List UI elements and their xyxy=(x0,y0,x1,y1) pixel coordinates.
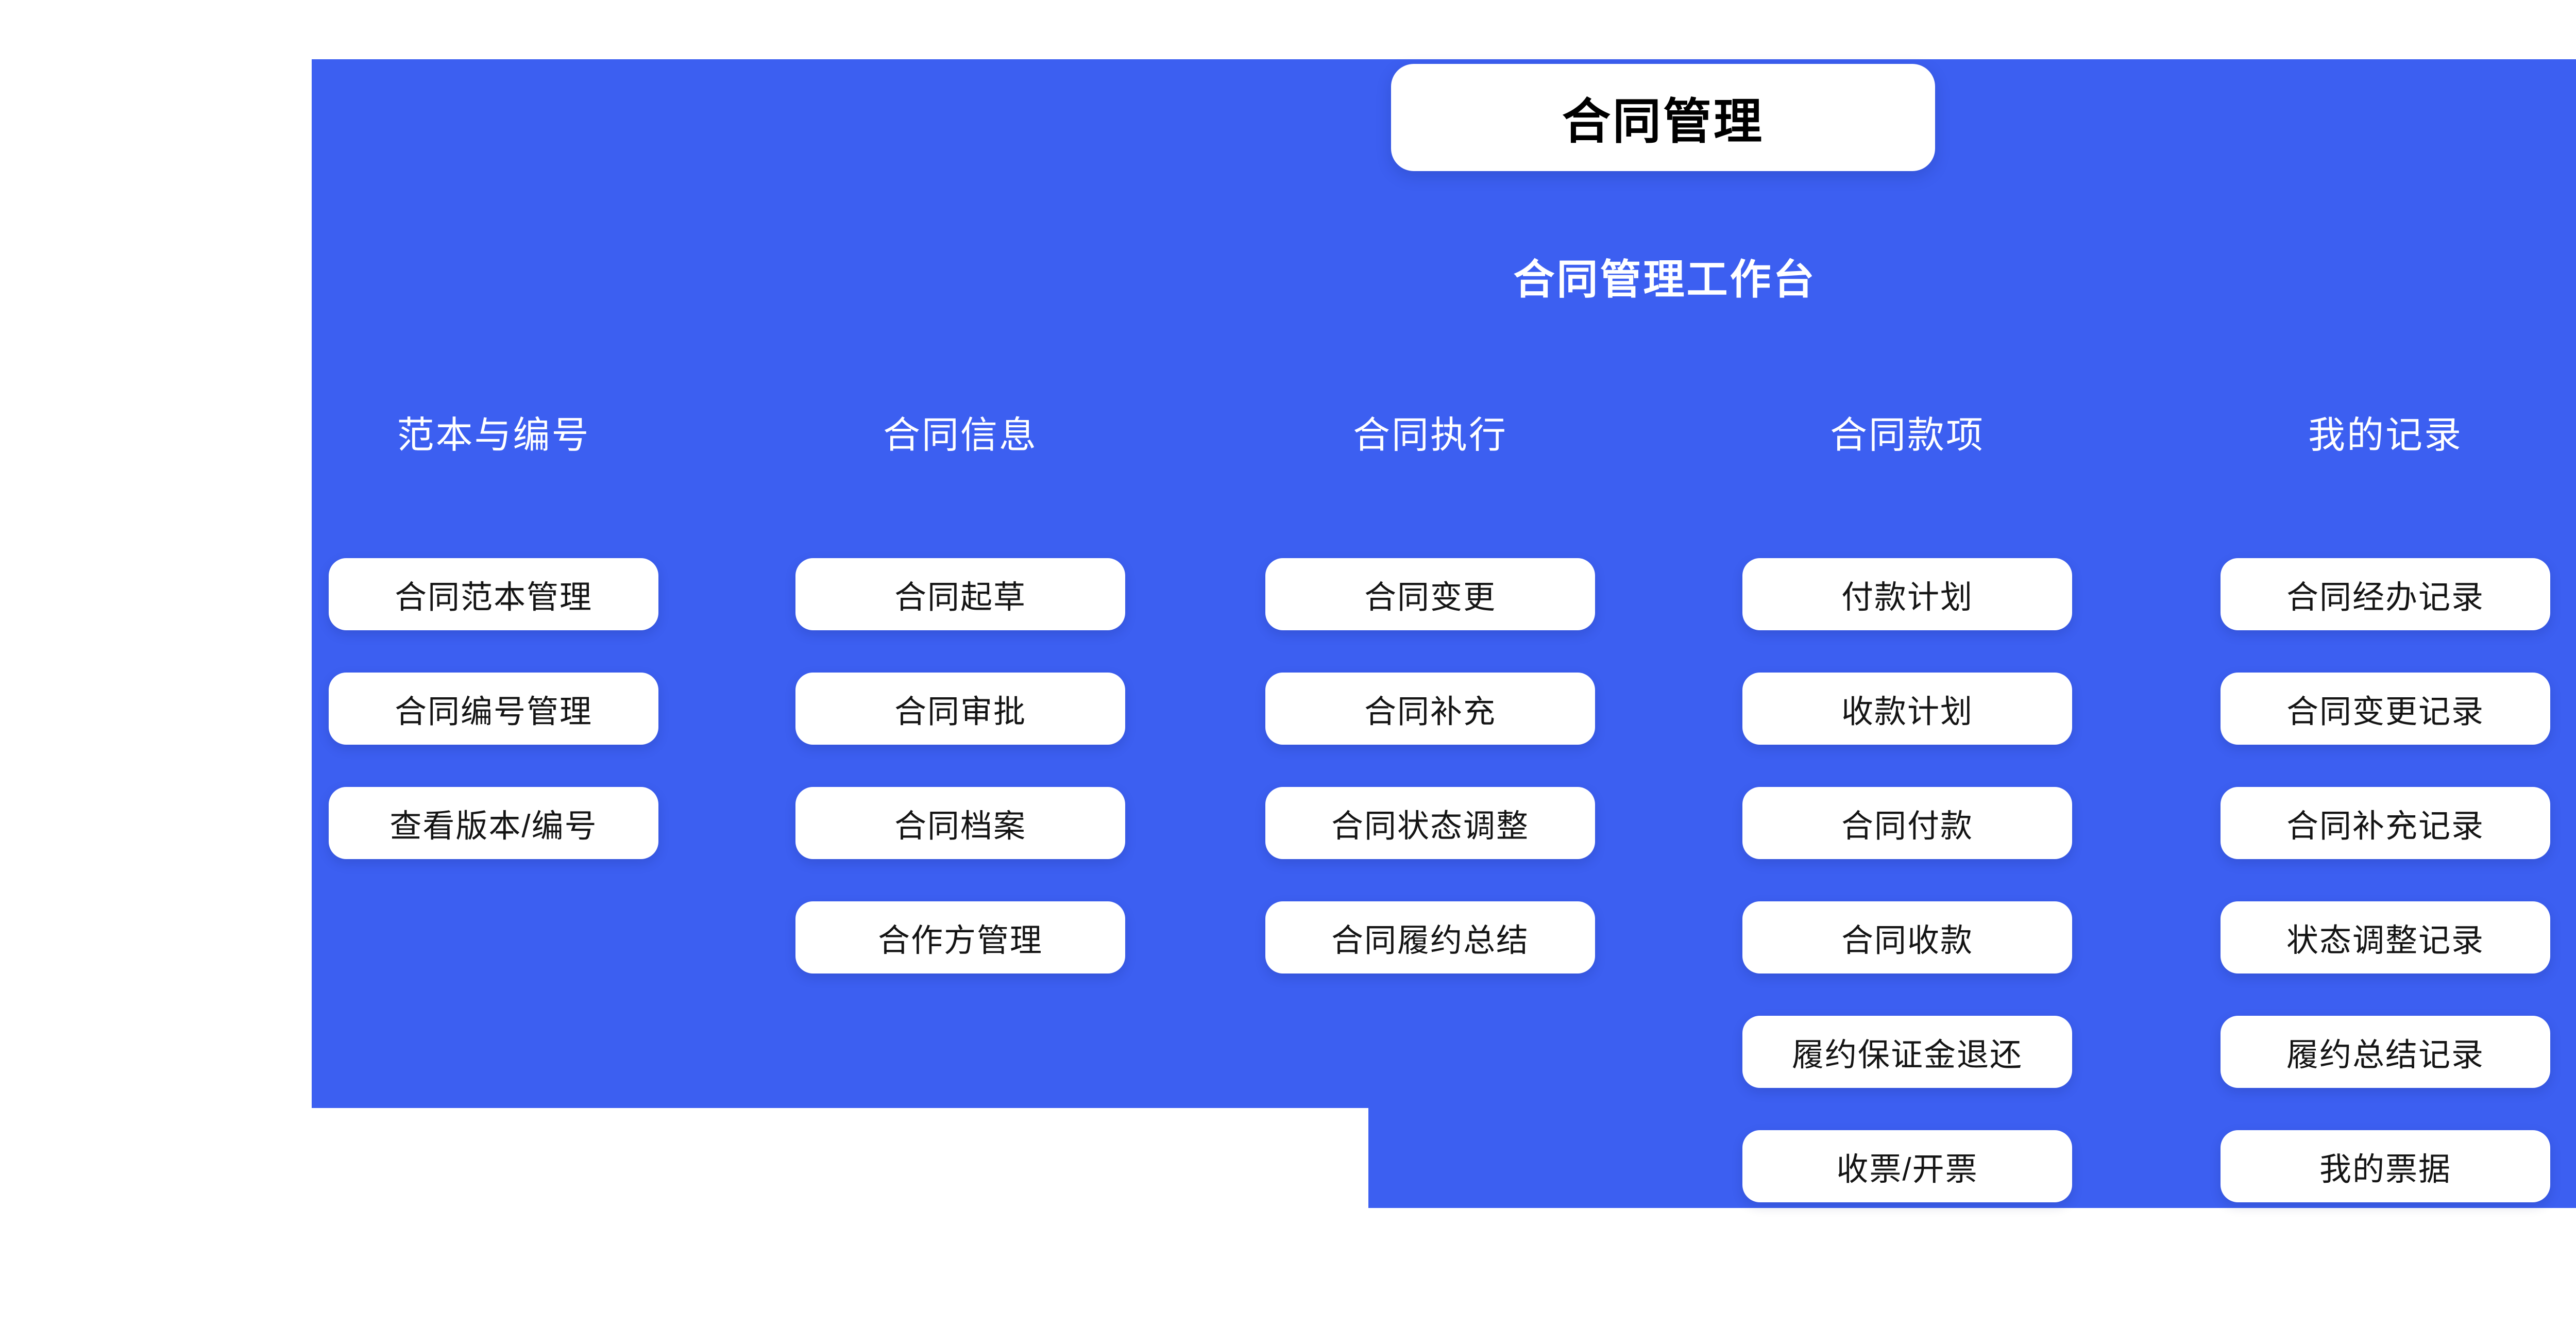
column-header: 我的记录 xyxy=(2308,415,2463,456)
menu-item-button[interactable]: 付款计划 xyxy=(1742,558,2072,630)
menu-item-button[interactable]: 履约总结记录 xyxy=(2221,1016,2550,1088)
menu-item-button[interactable]: 合同起草 xyxy=(795,558,1125,630)
column-4: 合同款项付款计划收款计划合同付款合同收款履约保证金退还收票/开票 xyxy=(1742,410,2072,1245)
menu-item-button[interactable]: 履约保证金退还 xyxy=(1742,1016,2072,1088)
column-5: 我的记录合同经办记录合同变更记录合同补充记录状态调整记录履约总结记录我的票据 xyxy=(2221,410,2550,1245)
menu-item-button[interactable]: 合同经办记录 xyxy=(2221,558,2550,630)
column-2: 合同信息合同起草合同审批合同档案合作方管理 xyxy=(795,410,1125,1016)
menu-item-button[interactable]: 收票/开票 xyxy=(1742,1130,2072,1202)
column-header: 合同信息 xyxy=(883,415,1038,456)
menu-item-button[interactable]: 收款计划 xyxy=(1742,673,2072,745)
menu-item-button[interactable]: 合同编号管理 xyxy=(329,673,658,745)
menu-item-button[interactable]: 查看版本/编号 xyxy=(329,787,658,859)
menu-item-button[interactable]: 合同补充 xyxy=(1265,673,1595,745)
menu-item-button[interactable]: 合同审批 xyxy=(795,673,1125,745)
workbench-subtitle: 合同管理工作台 xyxy=(1513,257,1817,303)
column-1: 范本与编号合同范本管理合同编号管理查看版本/编号 xyxy=(329,410,658,901)
menu-item-button[interactable]: 合同补充记录 xyxy=(2221,787,2550,859)
column-3: 合同执行合同变更合同补充合同状态调整合同履约总结 xyxy=(1265,410,1595,1016)
column-header: 范本与编号 xyxy=(397,415,590,456)
page-title: 合同管理 xyxy=(1562,94,1764,148)
menu-item-button[interactable]: 合同履约总结 xyxy=(1265,901,1595,973)
menu-item-button[interactable]: 合同状态调整 xyxy=(1265,787,1595,859)
menu-item-button[interactable]: 合同变更 xyxy=(1265,558,1595,630)
menu-item-button[interactable]: 合同变更记录 xyxy=(2221,673,2550,745)
menu-item-button[interactable]: 合同档案 xyxy=(795,787,1125,859)
menu-item-button[interactable]: 我的票据 xyxy=(2221,1130,2550,1202)
menu-item-button[interactable]: 合同范本管理 xyxy=(329,558,658,630)
column-header: 合同款项 xyxy=(1829,415,1985,456)
menu-item-button[interactable]: 合作方管理 xyxy=(795,901,1125,973)
column-header: 合同执行 xyxy=(1352,415,1507,456)
menu-item-button[interactable]: 合同付款 xyxy=(1742,787,2072,859)
menu-item-button[interactable]: 状态调整记录 xyxy=(2221,901,2550,973)
diagram-title-card: 合同管理 xyxy=(1391,64,1935,171)
menu-item-button[interactable]: 合同收款 xyxy=(1742,901,2072,973)
